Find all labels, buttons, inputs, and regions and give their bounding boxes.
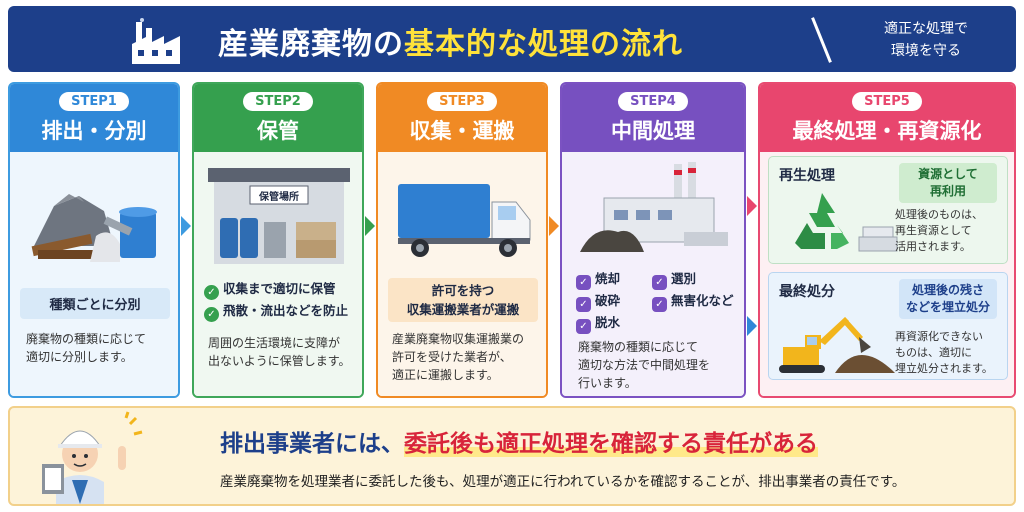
step3-description: 産業廃棄物収集運搬業の許可を受けた業者が、適正に運搬します。 — [392, 332, 525, 382]
check-icon: ✓ — [576, 319, 591, 334]
divider-slash — [811, 17, 832, 63]
warehouse-icon — [208, 168, 350, 264]
landfill-title: 最終処分 — [779, 284, 835, 300]
recycling-description: 処理後のものは、再生資源として活用されます。 — [895, 208, 983, 253]
step1-card: STEP1 排出・分別 種類ごとに分別 廃棄物の種類に応じて適切に分別します。 — [8, 82, 180, 398]
landfill-tag: 処理後の残さなどを埋立処分 — [899, 279, 997, 319]
truck-icon — [398, 184, 531, 257]
processing-plant-icon — [580, 162, 728, 252]
step5-card: STEP5 最終処理・再資源化 再生処理 資源として再利用 処理後のものは、再生… — [758, 82, 1016, 398]
recycling-tag: 資源として再利用 — [899, 163, 997, 203]
step2-check-2: ✓飛散・流出などを防止 — [204, 300, 348, 322]
storage-sign: 保管場所 — [259, 192, 299, 203]
step4-description: 廃棄物の種類に応じて適切な方法で中間処理を行います。 — [578, 340, 711, 390]
step2-badge: STEP2 — [243, 92, 313, 111]
check-icon: ✓ — [576, 297, 591, 312]
step3-badge: STEP3 — [427, 92, 497, 111]
step5-badge: STEP5 — [852, 92, 922, 111]
step4-card: STEP4 中間処理 ✓焼却 ✓選別 ✓破砕 ✓無害化など ✓脱水 廃棄物の種類… — [560, 82, 746, 398]
check-icon: ✓ — [652, 275, 667, 290]
worker-icon — [42, 411, 143, 504]
step2-check-1: ✓収集まで適切に保管 — [204, 278, 336, 300]
arrow-right-icon — [747, 316, 757, 336]
recycling-card: 再生処理 資源として再利用 処理後のものは、再生資源として活用されます。 — [768, 156, 1008, 264]
method-incineration: ✓焼却 — [576, 268, 620, 290]
header-subtitle: 適正な処理で 環境を守る — [884, 21, 968, 59]
method-dewatering: ✓脱水 — [576, 312, 620, 334]
landfill-description: 再資源化できないものは、適切に埋立処分されます。 — [895, 330, 993, 375]
arrow-right-icon — [549, 216, 559, 236]
responsibility-banner: 排出事業者には、委託後も適正処理を確認する責任がある 産業廃棄物を処理業者に委託… — [8, 406, 1016, 506]
page-title: 産業廃棄物の基本的な処理の流れ — [218, 27, 683, 62]
recycled-materials-icon — [858, 226, 898, 252]
step1-label: 種類ごとに分別 — [20, 288, 170, 319]
step2-title: 保管 — [257, 119, 299, 143]
step4-title: 中間処理 — [611, 119, 695, 143]
step1-description: 廃棄物の種類に応じて適切に分別します。 — [26, 332, 147, 364]
check-icon: ✓ — [204, 285, 219, 300]
step2-description: 周囲の生活環境に支障が出ないように保管します。 — [208, 336, 351, 368]
recycle-icon — [795, 193, 849, 249]
step3-card: STEP3 収集・運搬 許可を持つ収集運搬業者が運搬 産業廃棄物収集運搬業の許可… — [376, 82, 548, 398]
header-banner: 産業廃棄物の基本的な処理の流れ 適正な処理で 環境を守る — [8, 6, 1016, 72]
step3-title: 収集・運搬 — [409, 119, 515, 143]
step4-badge: STEP4 — [618, 92, 688, 111]
method-sorting: ✓選別 — [652, 268, 696, 290]
method-detox: ✓無害化など — [652, 290, 734, 312]
check-icon: ✓ — [652, 297, 667, 312]
responsibility-text: 産業廃棄物を処理業者に委託した後も、処理が適正に行われているかを確認することが、… — [220, 474, 906, 490]
factory-icon — [132, 18, 180, 64]
arrow-right-icon — [365, 216, 375, 236]
method-crushing: ✓破砕 — [576, 290, 620, 312]
step1-title: 排出・分別 — [41, 119, 147, 143]
check-icon: ✓ — [576, 275, 591, 290]
step3-label: 許可を持つ収集運搬業者が運搬 — [388, 278, 538, 322]
step5-title: 最終処理・再資源化 — [792, 119, 982, 143]
arrow-right-icon — [181, 216, 191, 236]
excavator-icon — [779, 317, 895, 373]
step1-badge: STEP1 — [59, 92, 129, 111]
waste-pile-icon — [31, 194, 157, 262]
responsibility-heading: 排出事業者には、委託後も適正処理を確認する責任がある — [220, 431, 818, 457]
check-icon: ✓ — [204, 307, 219, 322]
step2-card: STEP2 保管 保管場所 ✓収集まで適切に保管 ✓飛散・流出などを防止 周囲の… — [192, 82, 364, 398]
recycling-title: 再生処理 — [779, 168, 835, 184]
landfill-card: 最終処分 処理後の残さなどを埋立処分 再資源化できないものは、適切に埋立処分され… — [768, 272, 1008, 380]
arrow-right-icon — [747, 196, 757, 216]
